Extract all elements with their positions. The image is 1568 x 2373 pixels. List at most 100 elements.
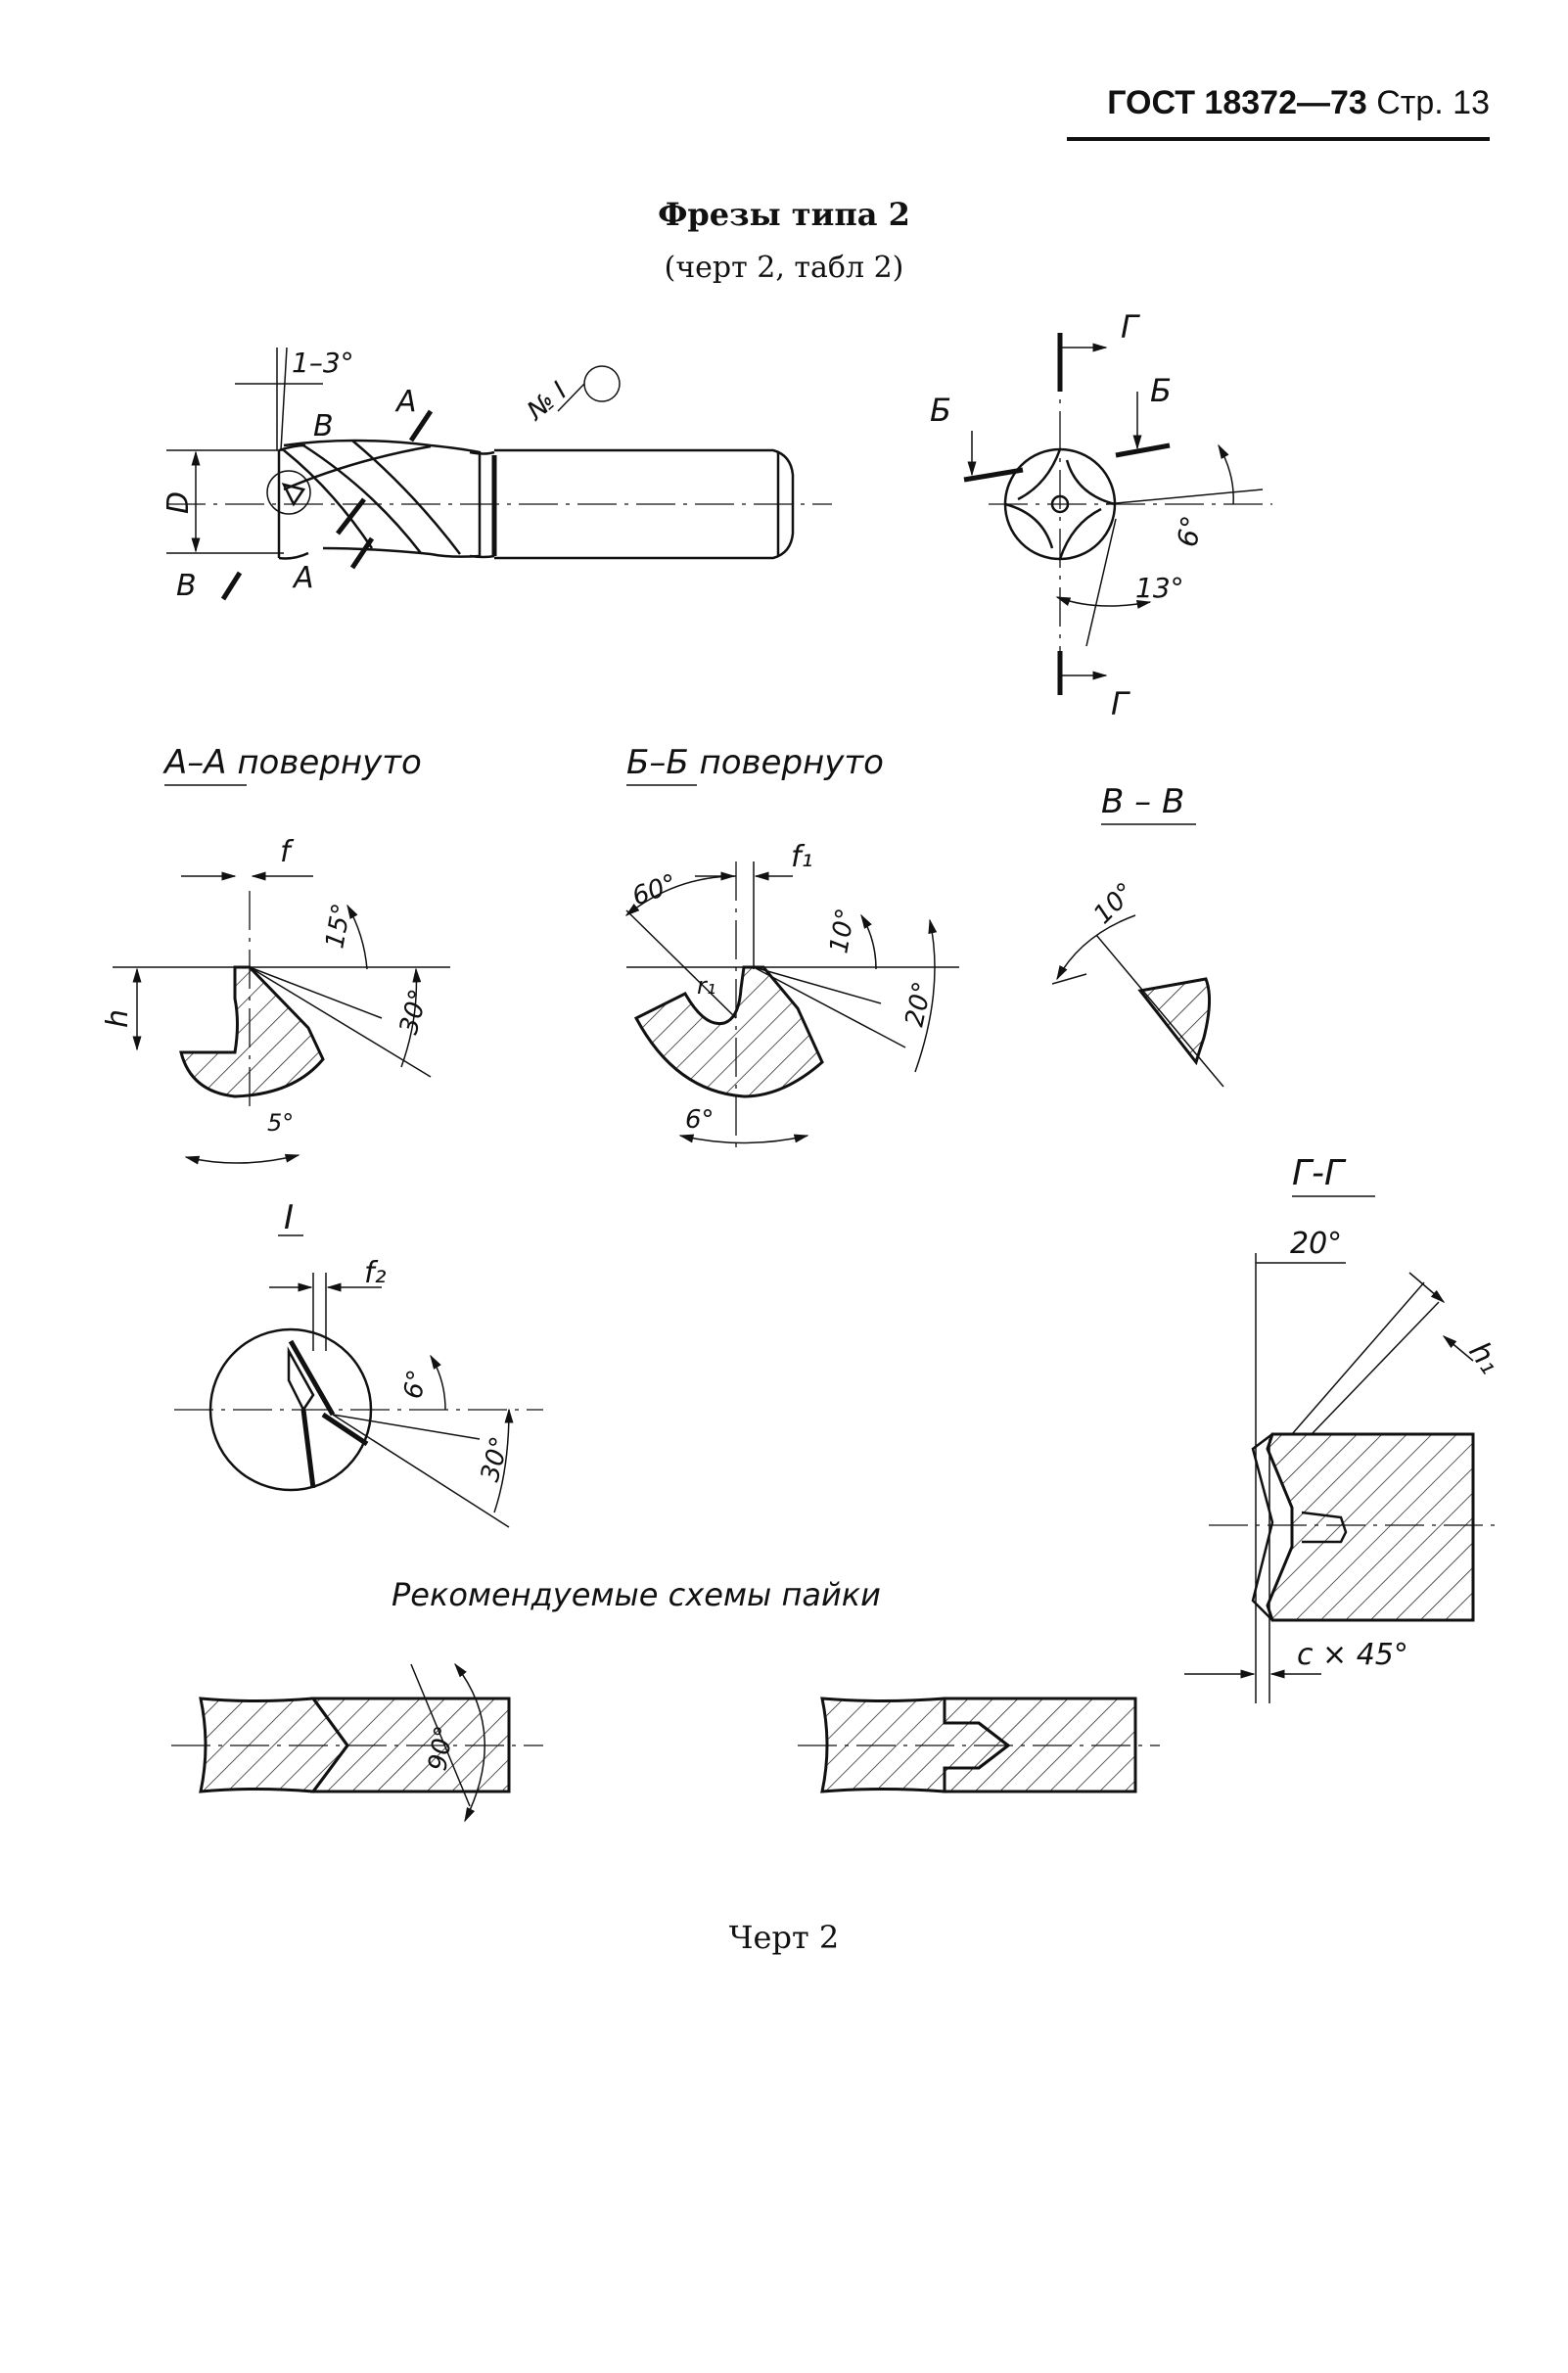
letter-A-top: А [394,385,417,419]
drawing-caption: Черт 2 [728,1919,840,1956]
section-BB-ray-20 [753,966,906,1048]
section-VV-ext [1051,973,1087,985]
dim-h: h [101,1009,135,1028]
brazing-scheme-2 [798,1697,1160,1793]
letter-B-left: Б [930,392,951,429]
side-view: D 1–3° № I А А В В [161,347,832,603]
dim-f2: f₂ [364,1256,387,1290]
section-BB-ray-60 [625,909,737,1019]
drawing-subtitle: (черт 2, табл 2) [664,251,904,285]
dim-h1-arrow-top [1408,1272,1446,1303]
drawing-title: Фрезы типа 2 [658,196,910,233]
section-AA-ray-30 [249,966,432,1078]
dim-h1-arrow-bottom [1442,1335,1474,1362]
angle-10-arc [860,913,877,970]
angle-10-VV-arc [1056,914,1136,981]
angle-30-I-arc [493,1408,514,1513]
letter-G-bottom: Г [1111,685,1130,722]
flutes [283,440,461,555]
brazing-2-left [820,1697,1011,1793]
angle-20: 20° [900,979,939,1029]
end-view: Г Г Б Б 6° 13° [930,308,1272,722]
cutting-part [283,439,482,558]
angle-13-line [1085,518,1117,647]
angle-1-3: 1–3° [292,347,354,379]
angle-6-arc [1218,443,1234,505]
angle-13: 13° [1135,572,1184,604]
angle-6-I: 6° [398,1368,433,1401]
angle-6: 6° [1171,513,1208,549]
marker-B-right [1115,442,1171,458]
end-view-flutes [1004,448,1116,560]
chamfer-label: c × 45° [1297,1638,1408,1672]
detail-I-title: I [284,1198,294,1237]
angle-13-arc [1055,596,1152,609]
letter-B-right: Б [1150,372,1172,409]
angle-20-GG: 20° [1290,1227,1342,1261]
brazing-2-right [943,1697,1137,1793]
angle-6-I-arc [430,1354,446,1411]
page-number: Стр. 13 [1376,84,1490,121]
angle-30-arc [400,967,422,1068]
angle-5-arc [184,1153,300,1165]
brazing-scheme-1: 90° [171,1662,543,1823]
marker-V-bottom [220,571,243,601]
angle-60-arc [624,875,737,916]
header-rule [1067,137,1490,141]
marker-A-bottom [349,536,375,570]
angle-6-line [1105,489,1264,505]
callout-leader [557,383,585,412]
marker-A-top [408,409,434,442]
angle-20-arc [914,918,938,1073]
section-GG-body [1266,1432,1475,1622]
section-GG-edge [1251,1433,1274,1621]
shank [494,448,795,560]
section-GG-title: Г-Г [1292,1153,1347,1193]
letter-V-top: В [313,409,334,443]
angle-1-3-line-b [280,347,288,451]
angle-15: 15° [320,902,357,952]
page-header: ГОСТ 18372—73 Стр. 13 [1107,84,1490,122]
dim-f1: f₁ [791,840,813,874]
insert [281,483,306,507]
section-AA-body [179,965,325,1098]
section-VV-ray [1095,934,1224,1088]
dim-f: f [280,835,295,869]
angle-6-BB-arc [678,1134,809,1144]
marker-B-left [963,467,1024,483]
section-AA-title: А–А повернуто [162,743,422,782]
angle-60: 60° [628,869,681,912]
section-VV-body [1137,977,1211,1066]
dim-D: D [161,491,196,514]
letter-A-bottom: А [292,561,314,595]
detail-I: I f₂ 6° 30° [174,1198,543,1528]
angle-6-BB: 6° [685,1105,715,1135]
section-BB-body [633,965,824,1098]
letter-G-top: Г [1121,308,1140,346]
section-GG-insert [1301,1511,1348,1544]
angle-30: 30° [394,987,435,1038]
detail-I-edges [288,1339,369,1489]
standard-number: ГОСТ 18372—73 [1107,84,1367,121]
callout-circle [583,365,621,402]
angle-5: 5° [267,1109,294,1137]
detail-I-ray-6 [332,1414,481,1440]
end-view-center [1050,494,1070,514]
angle-15-arc [346,904,368,970]
angle-30-I: 30° [476,1434,516,1485]
dim-r1: r₁ [697,972,716,1000]
section-GG-ray-b [1311,1301,1440,1435]
detail-circle-I [266,470,311,515]
angle-90-arc [454,1662,485,1823]
letter-V-bottom: В [176,569,197,603]
detail-I-ray-30 [332,1414,510,1528]
section-VV: В – В 10° [1051,782,1224,1088]
marker-A-mid [336,497,366,535]
dim-h1: h₁ [1461,1336,1506,1381]
brazing-title: Рекомендуемые схемы пайки [392,1576,881,1613]
section-GG-ray-a [1291,1281,1425,1435]
section-AA-ray-15 [249,966,383,1019]
section-BB-title: Б–Б повернуто [626,743,884,782]
section-BB: Б–Б повернуто f₁ r₁ 60° 10° 20° 6° [624,743,959,1155]
